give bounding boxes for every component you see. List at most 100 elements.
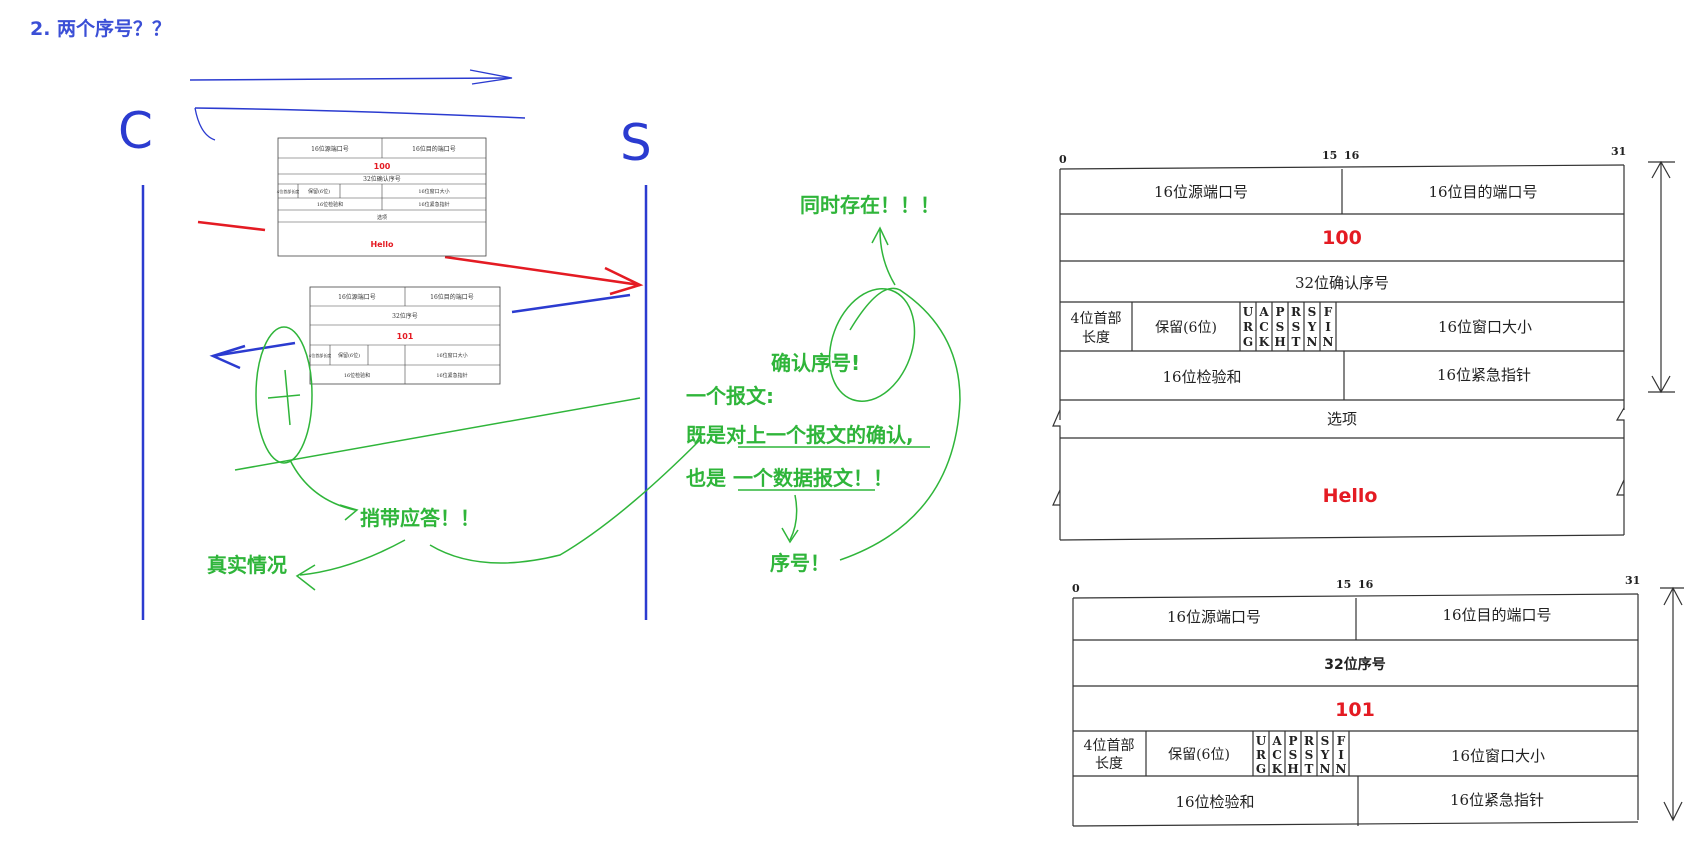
svg-text:16位源端口号: 16位源端口号: [1154, 183, 1248, 201]
svg-text:P: P: [1275, 305, 1284, 319]
server-label: S: [620, 114, 652, 172]
tcp-header-2: 0 15 16 31 16位源端口号: [1072, 574, 1684, 827]
request-arrow: [444, 255, 641, 287]
svg-text:16位源端口号: 16位源端口号: [338, 293, 376, 301]
response-arrow-right: [511, 293, 631, 314]
svg-text:长度: 长度: [1095, 756, 1123, 772]
svg-text:4位首部长度: 4位首部长度: [277, 188, 300, 194]
svg-text:N: N: [1307, 335, 1318, 349]
top-stroke-arrowhead: [469, 69, 513, 85]
svg-text:P: P: [1288, 734, 1297, 748]
top-stroke-1: [189, 77, 511, 81]
svg-text:Y: Y: [1307, 320, 1317, 334]
arrow-to-reality: [299, 539, 406, 576]
top-stroke-2: [194, 107, 526, 119]
svg-text:16位检验和: 16位检验和: [1162, 368, 1241, 386]
svg-text:F: F: [1337, 734, 1346, 748]
mini1-data: Hello: [370, 240, 394, 249]
connect-line: [429, 439, 701, 564]
svg-text:16位紧急指针: 16位紧急指针: [1437, 366, 1531, 384]
note-simultaneous: 同时存在！！！: [800, 193, 940, 217]
svg-text:H: H: [1287, 762, 1298, 776]
svg-text:16位源端口号: 16位源端口号: [311, 145, 349, 153]
tcp-header-1: 0 15 16 31: [1052, 145, 1675, 541]
svg-text:R: R: [1243, 320, 1254, 334]
svg-text:H: H: [1274, 335, 1285, 349]
svg-text:G: G: [1243, 335, 1253, 349]
svg-text:16位窗口大小: 16位窗口大小: [436, 352, 467, 359]
mini1-seq: 100: [374, 162, 391, 171]
svg-text:16位检验和: 16位检验和: [1175, 793, 1254, 811]
svg-text:S: S: [1289, 748, 1298, 762]
svg-text:31: 31: [1625, 574, 1640, 587]
svg-text:32位确认序号: 32位确认序号: [1295, 274, 1389, 292]
svg-text:16位窗口大小: 16位窗口大小: [418, 188, 449, 195]
svg-text:15: 15: [1322, 149, 1337, 162]
svg-text:U: U: [1256, 734, 1267, 748]
svg-text:U: U: [1243, 305, 1254, 319]
svg-text:16位目的端口号: 16位目的端口号: [1428, 183, 1537, 201]
svg-text:S: S: [1305, 748, 1314, 762]
note-reality: 真实情况: [207, 553, 287, 577]
svg-text:R: R: [1256, 748, 1267, 762]
client-label: C: [118, 102, 153, 160]
client-server-sketch: C S 16位源端口号 16位目的端口号 100: [118, 69, 961, 620]
response-arrow: [212, 341, 296, 358]
loop-line: [839, 287, 961, 561]
request-arrowhead: [604, 266, 644, 296]
svg-text:16: 16: [1344, 149, 1360, 162]
svg-text:15: 15: [1336, 578, 1351, 591]
svg-text:保留(6位): 保留(6位): [1155, 320, 1217, 336]
svg-text:选项: 选项: [377, 214, 387, 221]
request-arrow-start: [197, 220, 266, 232]
svg-text:N: N: [1336, 762, 1347, 776]
svg-text:A: A: [1258, 305, 1269, 319]
svg-text:A: A: [1271, 734, 1282, 748]
svg-text:0: 0: [1059, 153, 1067, 166]
svg-text:N: N: [1320, 762, 1331, 776]
circle-ack-field: [255, 326, 313, 464]
svg-text:R: R: [1291, 305, 1302, 319]
header2-flags: URG ACK PSH RST SYN FIN: [1256, 734, 1347, 776]
arrow-to-simultaneous: [879, 229, 896, 286]
mini2-ack: 101: [397, 332, 414, 341]
svg-text:16位紧急指针: 16位紧急指针: [418, 201, 449, 208]
note-piggyback: 捎带应答！！: [360, 506, 480, 530]
svg-text:0: 0: [1072, 582, 1080, 595]
svg-text:I: I: [1338, 748, 1344, 762]
header2-ack-value: 101: [1335, 699, 1375, 721]
svg-text:16位目的端口号: 16位目的端口号: [430, 293, 474, 301]
svg-text:32位确认序号: 32位确认序号: [363, 175, 401, 183]
arrow-to-seq: [789, 494, 798, 541]
svg-text:N: N: [1323, 335, 1334, 349]
svg-text:G: G: [1256, 762, 1266, 776]
svg-text:C: C: [1272, 748, 1282, 762]
svg-text:16位源端口号: 16位源端口号: [1167, 608, 1261, 626]
top-stroke-hook: [194, 107, 216, 141]
svg-text:16位窗口大小: 16位窗口大小: [1451, 747, 1545, 765]
svg-text:保留(6位): 保留(6位): [308, 188, 330, 195]
arrow-to-piggyback: [289, 459, 356, 511]
svg-text:S: S: [1321, 734, 1330, 748]
svg-text:S: S: [1308, 305, 1317, 319]
page-title: 2. 两个序号？？: [30, 18, 172, 40]
svg-text:Y: Y: [1320, 748, 1330, 762]
green-strokes: [234, 226, 961, 591]
mini-header-2: 16位源端口号 16位目的端口号 32位序号 101 4位首部长度 保留(6位)…: [309, 286, 501, 385]
svg-text:K: K: [1272, 762, 1283, 776]
svg-text:保留(6位): 保留(6位): [1168, 747, 1230, 763]
note-ack-line: 既是对上一个报文的确认,: [686, 423, 914, 447]
svg-text:T: T: [1292, 335, 1301, 349]
svg-text:R: R: [1304, 734, 1315, 748]
header1-seq-value: 100: [1322, 227, 1362, 249]
svg-text:32位序号: 32位序号: [392, 312, 418, 320]
svg-text:16位紧急指针: 16位紧急指针: [436, 372, 467, 379]
svg-text:I: I: [1325, 320, 1331, 334]
response-arrowhead: [209, 344, 246, 370]
svg-text:31: 31: [1611, 145, 1626, 158]
note-data-line: 也是 一个数据报文！！: [686, 466, 893, 490]
svg-text:S: S: [1292, 320, 1301, 334]
svg-text:长度: 长度: [1082, 330, 1110, 346]
svg-text:16位检验和: 16位检验和: [344, 372, 370, 379]
